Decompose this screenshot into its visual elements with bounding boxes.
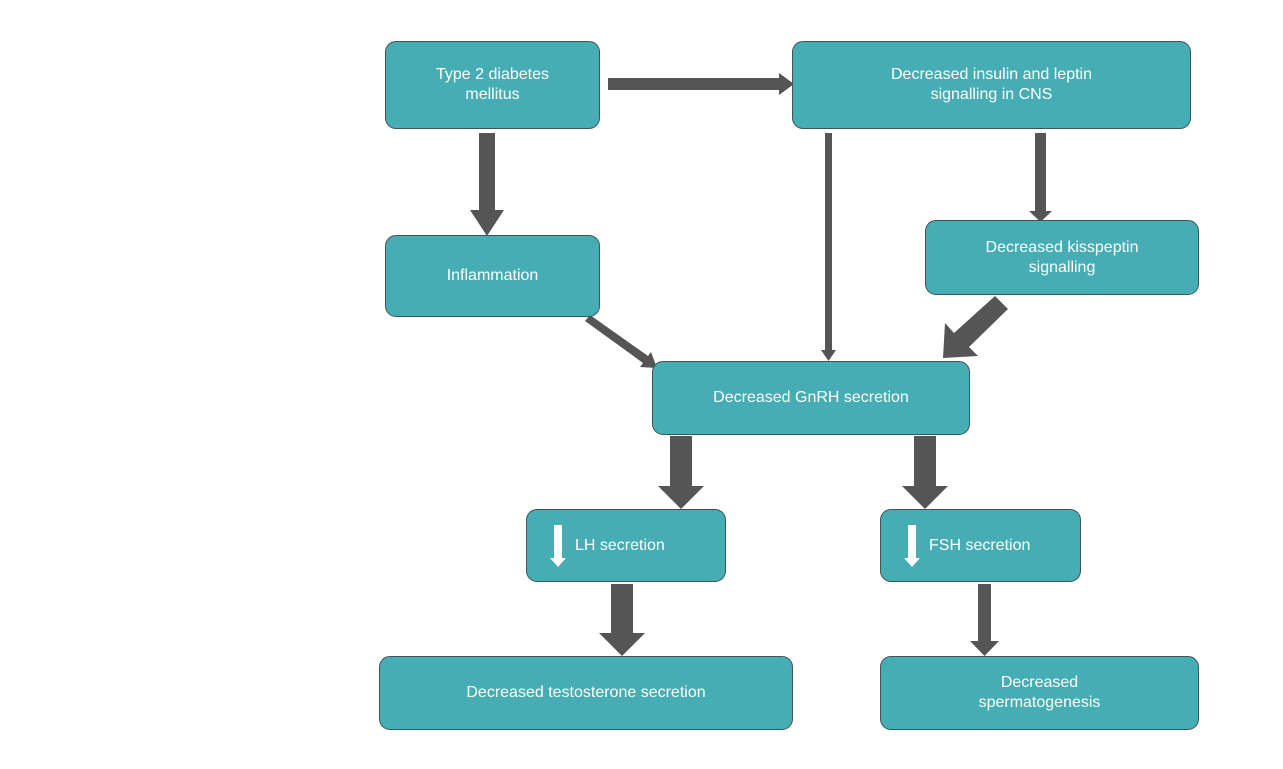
- down-arrow-icon: [549, 524, 567, 568]
- node-type-2-diabetes-line-2: mellitus: [465, 86, 520, 103]
- arrow-insulin-to-kisspeptin: [1029, 133, 1052, 222]
- node-inflammation-line-1: Inflammation: [446, 267, 539, 284]
- node-decreased-kisspeptin: Decreased kisspeptin signalling: [925, 220, 1199, 295]
- arrow-t2dm-to-inflammation: [470, 133, 504, 236]
- node-decreased-testosterone-line-1: Decreased testosterone secretion: [466, 684, 706, 701]
- node-decreased-spermatogenesis-label: Decreased spermatogenesis: [979, 673, 1101, 713]
- arrow-gnrh-to-lh: [658, 436, 704, 509]
- arrow-fsh-to-sperm: [970, 584, 999, 656]
- node-decreased-gnrh: Decreased GnRH secretion: [652, 361, 970, 435]
- node-type-2-diabetes-label: Type 2 diabetes mellitus: [436, 65, 549, 105]
- down-arrow-icon: [903, 524, 921, 568]
- node-fsh-secretion-label: FSH secretion: [929, 536, 1031, 554]
- node-decreased-spermatogenesis-line-1: Decreased: [1000, 674, 1079, 691]
- node-decreased-gnrh-label: Decreased GnRH secretion: [713, 388, 909, 408]
- arrow-lh-to-testosterone: [599, 584, 645, 656]
- node-type-2-diabetes-line-1: Type 2 diabetes: [436, 66, 549, 83]
- node-fsh-secretion: FSH secretion: [880, 509, 1081, 582]
- node-decreased-kisspeptin-label: Decreased kisspeptin signalling: [986, 238, 1139, 278]
- node-decreased-insulin-leptin-line-1: Decreased insulin and leptin: [890, 66, 1092, 83]
- node-decreased-spermatogenesis: Decreased spermatogenesis: [880, 656, 1199, 730]
- node-inflammation: Inflammation: [385, 235, 600, 317]
- arrow-t2dm-to-insulin: [608, 73, 794, 95]
- node-type-2-diabetes: Type 2 diabetes mellitus: [385, 41, 600, 129]
- arrow-gnrh-to-fsh: [902, 436, 948, 509]
- arrow-kisspeptin-to-gnrh: [943, 296, 1008, 358]
- arrow-inflammation-to-gnrh: [585, 315, 657, 368]
- arrow-insulin-to-gnrh: [821, 133, 836, 361]
- node-lh-secretion: LH secretion: [526, 509, 726, 582]
- node-decreased-spermatogenesis-line-2: spermatogenesis: [978, 694, 1101, 711]
- node-lh-secretion-label: LH secretion: [575, 536, 665, 554]
- node-decreased-kisspeptin-line-1: Decreased kisspeptin: [985, 238, 1139, 256]
- node-decreased-kisspeptin-line-2: signalling: [1028, 258, 1096, 276]
- node-inflammation-label: Inflammation: [447, 266, 539, 286]
- node-decreased-gnrh-line-1: Decreased GnRH secretion: [713, 389, 909, 406]
- node-decreased-insulin-leptin-line-2: signalling in CNS: [930, 86, 1053, 103]
- node-decreased-insulin-leptin-label: Decreased insulin and leptin signalling …: [891, 65, 1092, 105]
- node-decreased-testosterone: Decreased testosterone secretion: [379, 656, 793, 730]
- node-decreased-testosterone-label: Decreased testosterone secretion: [466, 683, 705, 703]
- node-decreased-insulin-leptin: Decreased insulin and leptin signalling …: [792, 41, 1191, 129]
